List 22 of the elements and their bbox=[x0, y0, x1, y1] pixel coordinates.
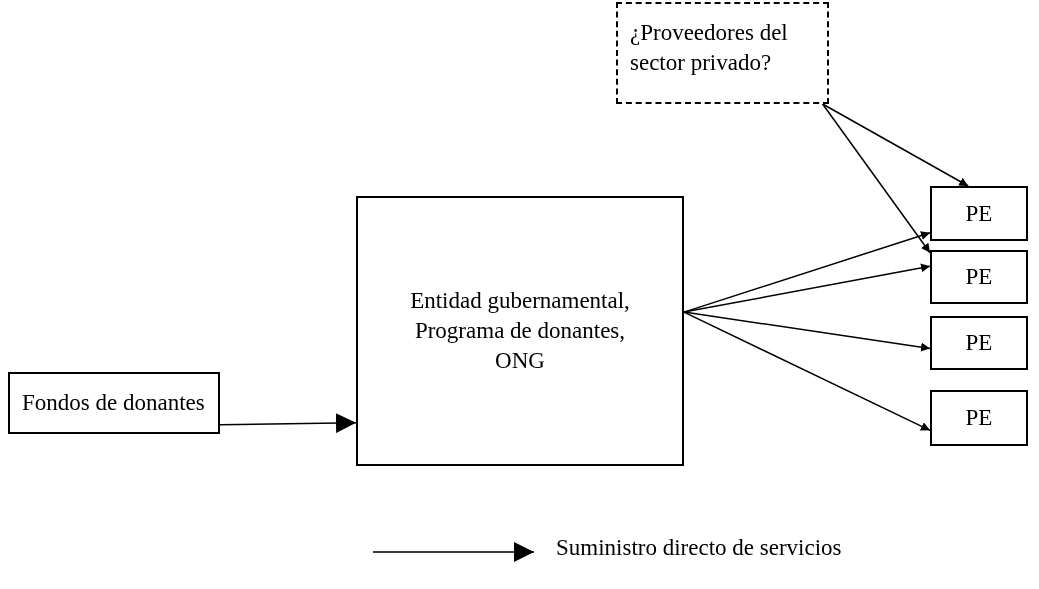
node-label: PE bbox=[965, 404, 993, 433]
process-box bbox=[930, 316, 1028, 370]
process-box bbox=[8, 372, 220, 434]
legend-label: Suministro directo de servicios bbox=[556, 535, 842, 561]
node-label: PE bbox=[965, 263, 993, 292]
dashed-box bbox=[616, 2, 829, 104]
process-box bbox=[930, 186, 1028, 241]
arrow bbox=[821, 103, 931, 254]
process-box bbox=[930, 250, 1028, 304]
node-label: PE bbox=[965, 329, 993, 358]
arrow bbox=[683, 263, 931, 313]
process-box bbox=[930, 390, 1028, 446]
arrow bbox=[821, 103, 969, 187]
arrow bbox=[683, 311, 931, 432]
node-label: PE bbox=[965, 199, 993, 228]
arrow bbox=[683, 231, 931, 313]
node-label: ¿Proveedores del sector privado? bbox=[630, 19, 789, 77]
node-label: Entidad gubernamental, Programa de donantes, ONG bbox=[409, 287, 631, 375]
arrow bbox=[219, 413, 357, 434]
arrow bbox=[683, 311, 931, 352]
node-label: Fondos de donantes bbox=[22, 389, 205, 418]
process-box bbox=[356, 196, 684, 466]
